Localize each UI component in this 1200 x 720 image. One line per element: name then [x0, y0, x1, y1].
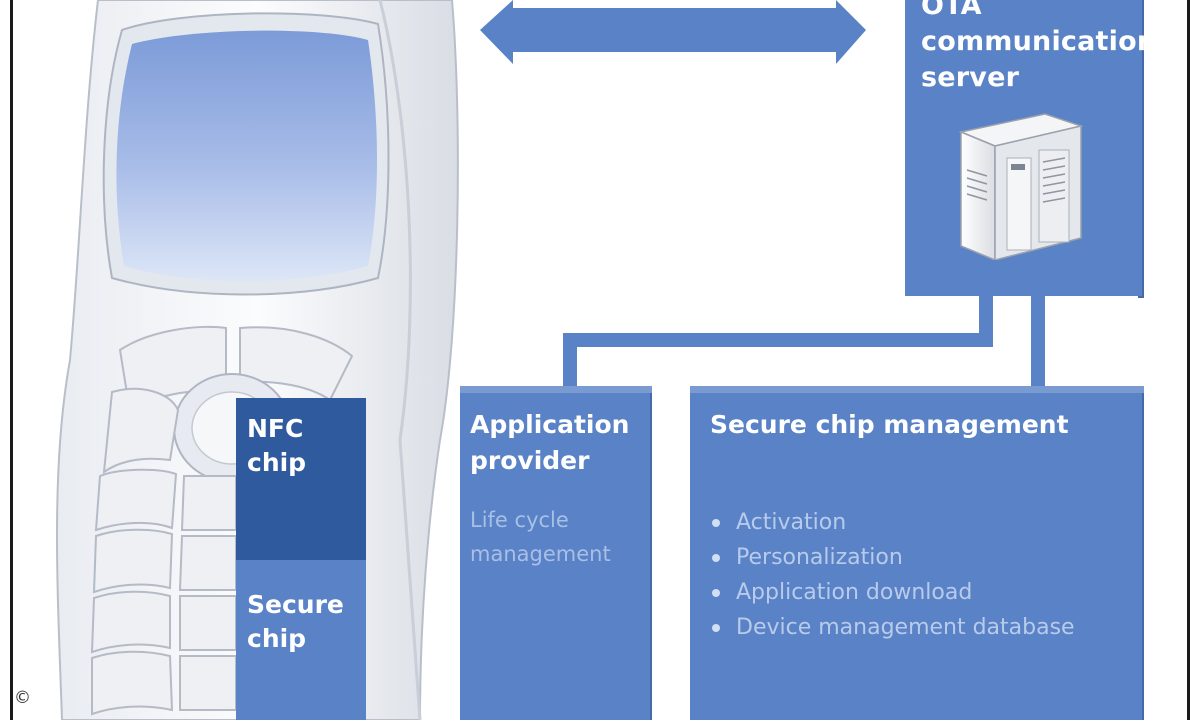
ota-server-title: OTA communication server [921, 0, 1157, 96]
application-provider-title: provider [470, 446, 590, 475]
secure-chip-box: Secure chip [236, 560, 366, 720]
nfc-chip-label: chip [247, 448, 307, 477]
secure-chip-label: Secure [247, 590, 344, 619]
nfc-chip-box: NFC chip [236, 398, 366, 560]
keypad-keys [90, 468, 237, 716]
secure-chip-label: chip [247, 624, 307, 653]
list-item-label: Activation [736, 510, 847, 535]
list-item: Activation [710, 505, 1142, 540]
application-provider-box: Application provider Life cycle manageme… [460, 393, 650, 720]
life-cycle-label: Life cycle [470, 508, 569, 532]
list-item: Device management database [710, 610, 1142, 645]
server-icon [958, 113, 1084, 260]
frame-border-right [1187, 0, 1190, 720]
bullet-icon [712, 518, 720, 527]
application-provider-title: Application [470, 410, 630, 439]
list-item-label: Personalization [736, 545, 903, 570]
secure-chip-management-list: Activation Personalization Application d… [710, 505, 1142, 645]
ota-title-line: communication [921, 26, 1157, 57]
list-item: Personalization [710, 540, 1142, 575]
life-cycle-label: management [470, 542, 611, 566]
frame-border-left [10, 0, 13, 720]
phone-screen [116, 30, 377, 281]
connector-lines [563, 294, 1045, 395]
nfc-chip-label: NFC [247, 414, 304, 443]
ota-title-line: server [921, 62, 1020, 93]
ota-communication-server-box: OTA communication server [905, 0, 1157, 296]
bullet-icon [712, 553, 720, 562]
list-item-label: Device management database [736, 615, 1075, 640]
secure-chip-management-title: Secure chip management [710, 410, 1069, 439]
bidirectional-arrow-icon [480, 0, 866, 64]
ota-title-line: OTA [921, 0, 982, 21]
list-item-label: Application download [736, 580, 973, 605]
copyright-symbol: © [14, 688, 31, 708]
secure-chip-management-box: Secure chip management Activation Person… [690, 393, 1142, 720]
bullet-icon [712, 588, 720, 597]
list-item: Application download [710, 575, 1142, 610]
bullet-icon [712, 623, 720, 632]
